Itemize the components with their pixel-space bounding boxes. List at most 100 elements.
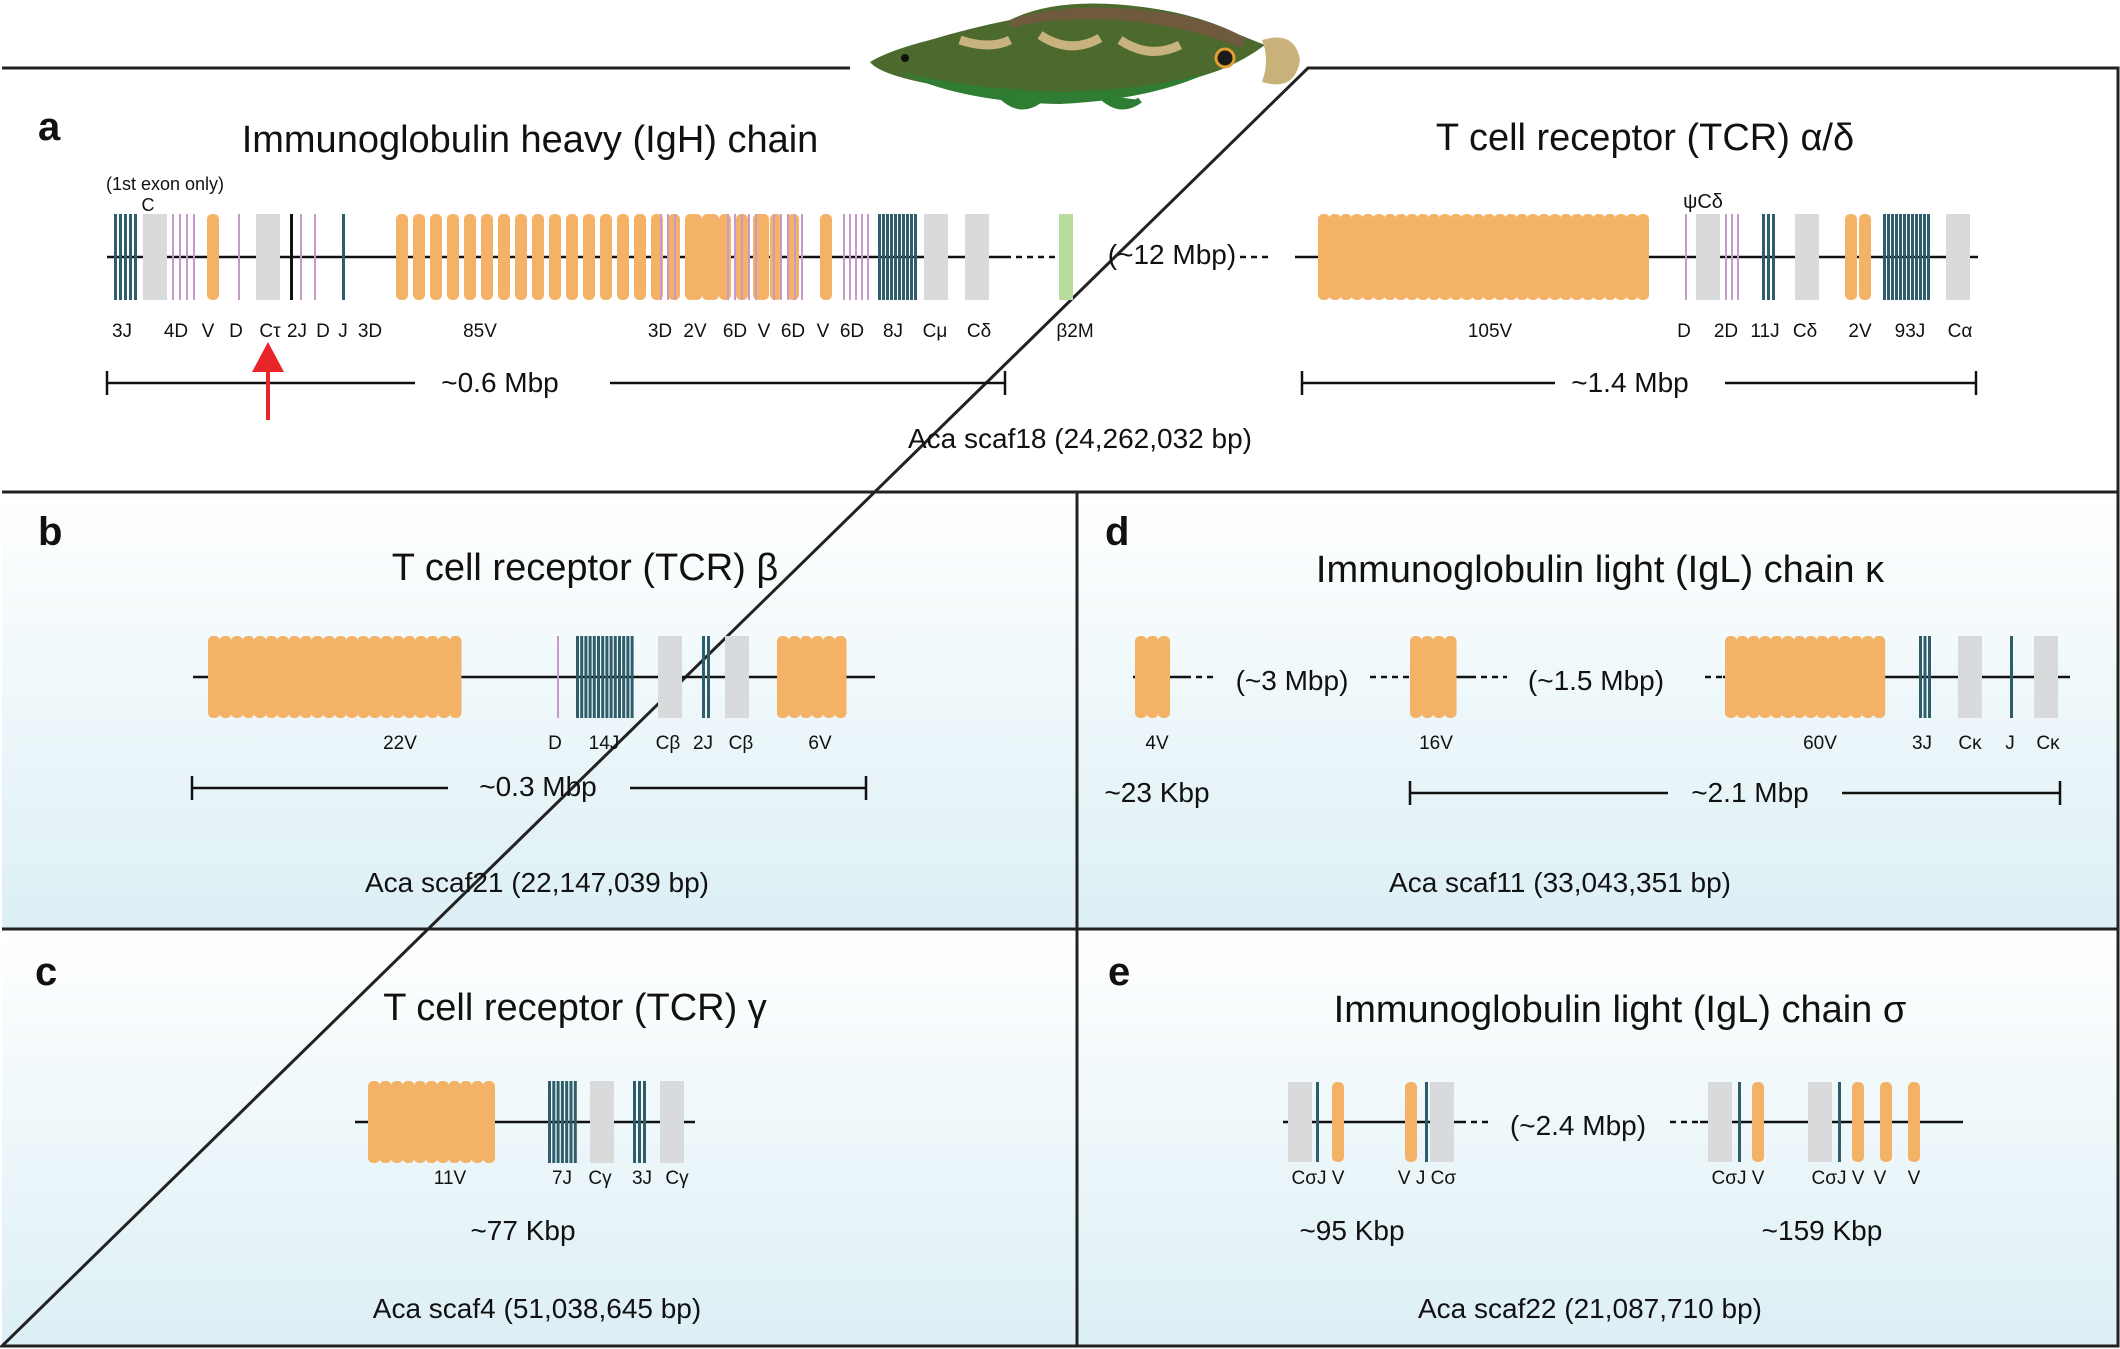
segment-V: [820, 214, 832, 300]
panel-a-label-11: 2V: [683, 321, 707, 342]
segment-V: [1582, 214, 1594, 300]
segment-J: [613, 636, 617, 718]
segment-V: [1615, 214, 1627, 300]
segment-V: [1859, 214, 1871, 300]
segment-J: [702, 636, 705, 718]
segment-J: [114, 214, 117, 300]
segment-V: [1417, 214, 1429, 300]
segment-J: [643, 1081, 646, 1163]
segment-V: [1461, 214, 1473, 300]
segment-V: [834, 636, 847, 718]
segment-V: [1516, 214, 1528, 300]
segment-J: [1887, 214, 1890, 300]
segment-V: [357, 636, 370, 718]
segment-V: [379, 1081, 392, 1163]
segment-V: [414, 1081, 426, 1163]
segment-V: [300, 636, 312, 718]
segment-V: [600, 214, 612, 300]
panel-e-scaffold: Aca scaf22 (21,087,710 bp): [1418, 1293, 1762, 1324]
segment-J: [1772, 214, 1775, 300]
panel-d-letter: d: [1105, 510, 1129, 554]
panel-a-label-8: 3D: [358, 321, 382, 342]
segment-V: [1560, 214, 1572, 300]
segment-V: [1332, 1082, 1344, 1162]
panel-a-psi-label: ψCδ: [1683, 191, 1723, 213]
panel-a-right-label-1: D: [1677, 321, 1691, 342]
segment-J: [129, 214, 132, 300]
segment-D: [748, 214, 750, 300]
panel-a-right-label-7: Cα: [1948, 321, 1973, 342]
segment-V: [1494, 214, 1506, 300]
panel-a-label-16: 6D: [840, 321, 864, 342]
panel-a-label-3: D: [229, 321, 243, 342]
segment-J: [119, 214, 122, 300]
segment-V: [464, 214, 476, 300]
segment-V: [1538, 214, 1550, 300]
panel-e-label-right-1: CσJ V: [1812, 1168, 1865, 1189]
segment-V: [1827, 636, 1840, 718]
segment-J: [134, 214, 137, 300]
segment-D: [674, 214, 676, 300]
segment-D: [667, 214, 669, 300]
segment-C: [924, 214, 948, 300]
segment-V: [425, 1081, 438, 1163]
segment-V: [1747, 636, 1760, 718]
segment-J: [1891, 214, 1894, 300]
segment-J: [633, 1081, 636, 1163]
panel-a-label-9: 85V: [463, 321, 497, 342]
segment-J: [588, 636, 592, 718]
red-arrow-icon: [252, 342, 284, 372]
segment-V: [1770, 636, 1783, 718]
segment-V: [430, 214, 442, 300]
segment-V: [1637, 214, 1649, 300]
figure-frame: [0, 66, 2120, 1348]
panel-d-label-2: 60V: [1803, 733, 1837, 754]
segment-V: [617, 214, 629, 300]
segment-J: [556, 1081, 560, 1163]
panel-d-label-3: 3J: [1912, 733, 1932, 754]
panel-a-right-label-4: Cδ: [1793, 321, 1817, 342]
segment-J: [1911, 214, 1914, 300]
panel-b-letter: b: [38, 510, 62, 554]
panel-a-label-10: 3D: [648, 321, 672, 342]
segment-D: [843, 214, 845, 300]
panel-a-scale-left: ~0.6 Mbp: [441, 367, 559, 398]
segment-V: [634, 214, 646, 300]
segment-V: [1405, 1082, 1417, 1162]
segment-C: [256, 214, 280, 300]
segment-J: [605, 636, 609, 718]
panel-c-scale: ~77 Kbp: [470, 1215, 575, 1246]
segment-D: [801, 214, 803, 300]
panel-d-gap1: (~3 Mbp): [1236, 665, 1349, 696]
panel-d-scaffold: Aca scaf11 (33,043,351 bp): [1389, 867, 1731, 898]
panel-a-note-c: C: [142, 195, 155, 215]
segment-J: [1919, 636, 1922, 718]
segment-J: [622, 636, 626, 718]
panel-a-title-right: T cell receptor (TCR) α/δ: [1436, 117, 1854, 159]
segment-V: [1318, 214, 1330, 300]
segment-J: [576, 636, 579, 718]
segment-V: [1444, 636, 1457, 718]
segment-J: [597, 636, 600, 718]
panel-c-title: T cell receptor (TCR) γ: [383, 987, 767, 1029]
segment-J: [910, 214, 913, 300]
segment-J: [1907, 214, 1910, 300]
segment-V: [346, 636, 358, 718]
gene-segments-layer: [105, 214, 2070, 1163]
panel-b-bg: [2, 492, 1077, 929]
segment-V: [1839, 636, 1851, 718]
panel-b-label-6: 6V: [808, 733, 832, 754]
segment-V: [1483, 214, 1495, 300]
segment-V: [788, 636, 801, 718]
panel-d-scale1: ~23 Kbp: [1104, 777, 1209, 808]
segment-V: [481, 214, 493, 300]
segment-D: [755, 214, 757, 300]
segment-V: [448, 1081, 461, 1163]
segment-C: [1708, 1082, 1732, 1162]
panel-e-label-right-0: CσJ V: [1712, 1168, 1765, 1189]
panel-e-label-left-0: CσJ V: [1292, 1168, 1345, 1189]
panel-a-label-1: 4D: [164, 321, 188, 342]
panel-b-label-1: D: [548, 733, 562, 754]
segment-V: [277, 636, 289, 718]
segment-V: [447, 214, 459, 300]
